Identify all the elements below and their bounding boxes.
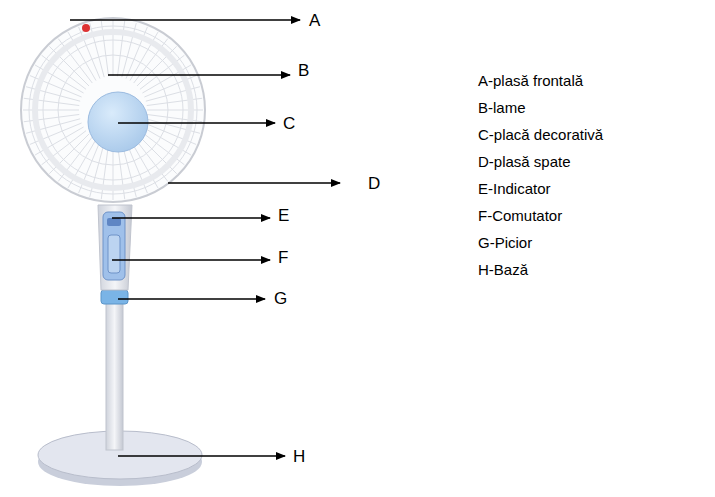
callout-letter: E [278,207,289,224]
grille-wire [24,114,80,121]
callout-letter: C [283,115,295,132]
grille-wire [24,98,80,105]
grille-wire [147,114,203,121]
legend-text: B-lame [478,100,526,115]
legend-text: D-plasă spate [478,154,571,169]
grille-wire [113,144,114,200]
blade-ring [35,32,191,188]
legend-text: E-Indicator [478,181,551,196]
height-ring [101,290,128,304]
grille-wire [101,144,108,200]
indicator [107,218,121,226]
legend-text: A-plasă frontală [478,73,583,88]
rear-grille [21,18,205,202]
leader-lines [70,20,340,456]
callout-letter: D [368,175,380,192]
grille-wire [101,21,108,77]
logo [82,24,90,32]
grille-wire [147,98,203,105]
control-panel [103,212,125,280]
callout-letter: H [293,448,305,465]
grille-wire [117,21,124,77]
callout-letter: B [298,62,309,79]
legend-text: H-Bază [478,262,528,277]
legend-text: F-Comutator [478,208,562,223]
switch [108,235,120,273]
grille-wire [113,20,114,76]
pole [106,300,123,450]
callout-letter: G [274,290,287,307]
legend-text: G-Picior [478,235,532,250]
callout-letter: A [309,12,320,29]
grille-wire [23,110,79,111]
legend-text: C-placă decorativă [478,127,603,142]
callout-letter: F [278,249,288,266]
decorative-plate [88,92,148,152]
grille-wire [147,110,203,111]
front-grille [23,20,203,200]
